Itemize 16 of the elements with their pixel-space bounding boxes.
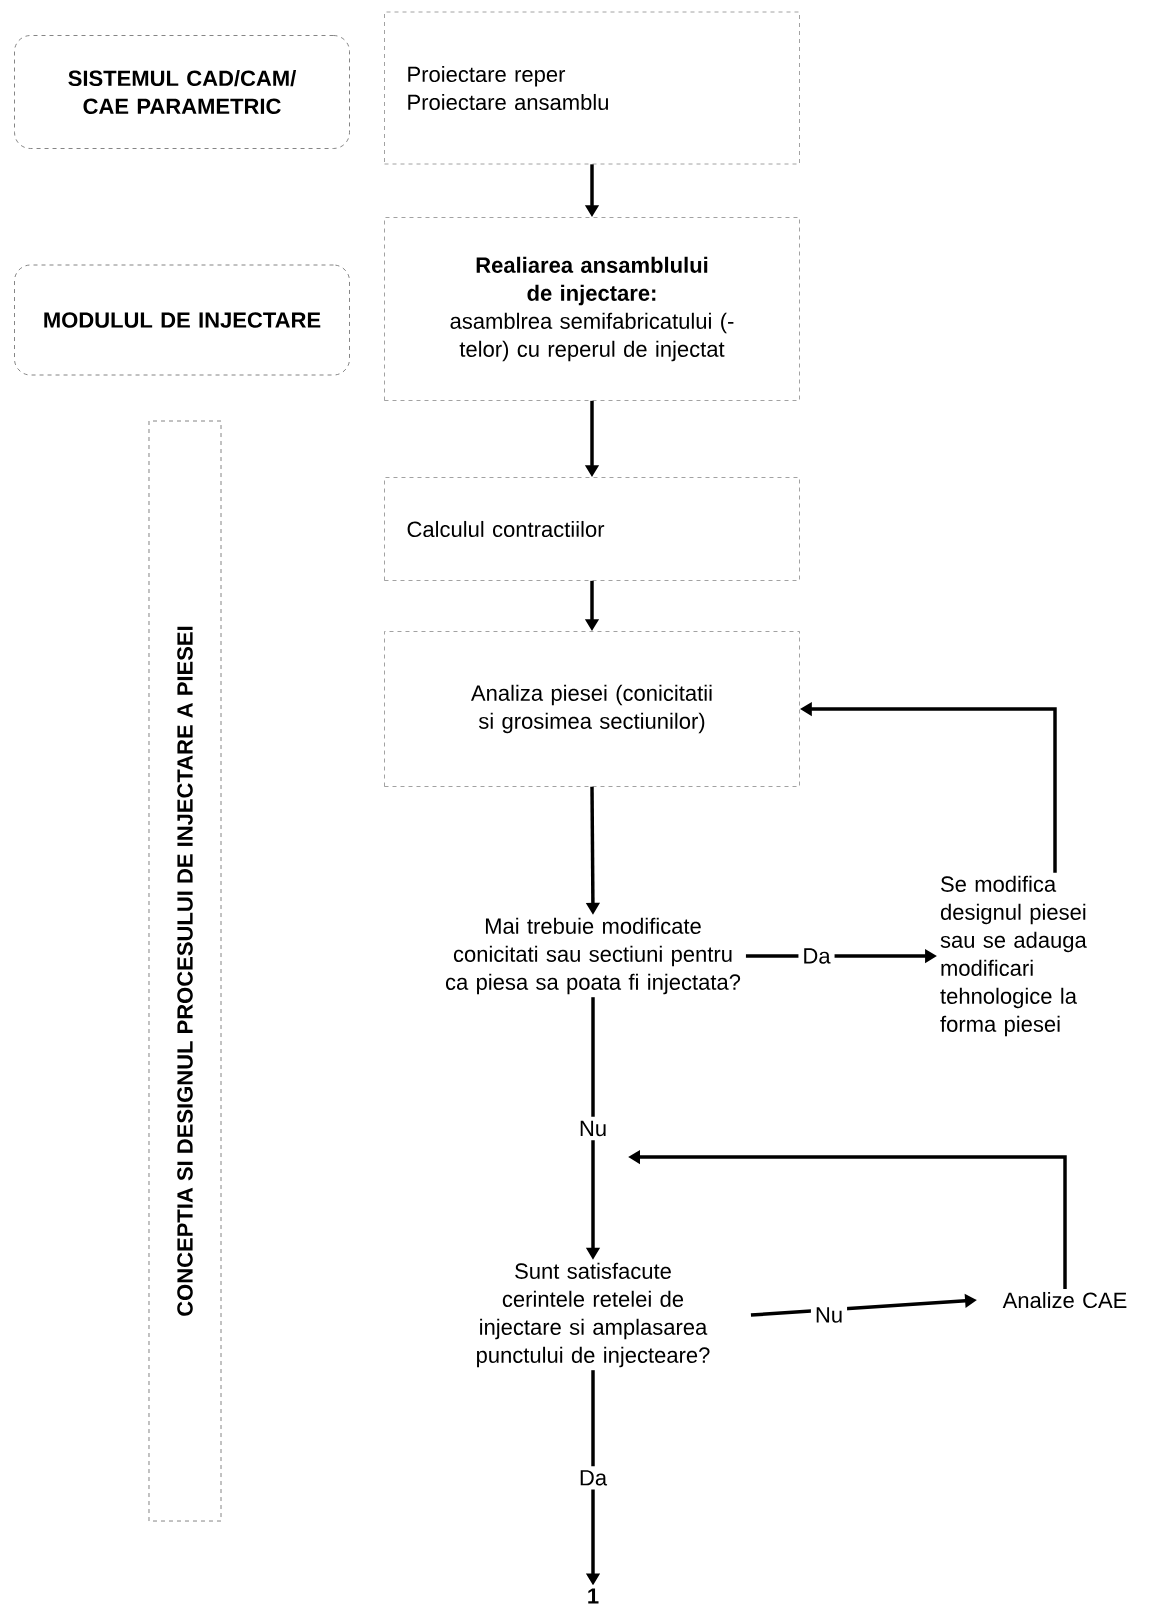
edge-label: Nu (810, 1303, 848, 1327)
side-box: MODULUL DE INJECTARE (14, 264, 350, 376)
edge-label: Da (798, 944, 835, 968)
edge-label: Nu (574, 1116, 612, 1141)
process-box: Analiza piesei (conicitatii si grosimea sectiunilor) (384, 631, 800, 787)
process-box: Calculul contractiilor (384, 477, 800, 581)
decision-text: Sunt satisfacute cerintele retelei de injectare si amplasarea punctului de injecteare? (477, 1262, 710, 1368)
edge-label: Da (574, 1466, 612, 1490)
process-box: Proiectare reper Proiectare ansamblu (384, 11, 800, 165)
vertical-band: CONCEPTIA SI DESIGNUL PROCESULUI DE INJECTARE A PIESEI (148, 420, 222, 1522)
process-text: Se modifica designul piesei sau se adauga modificari tehnologice la forma piesei (940, 875, 1087, 1037)
process-text: Analize CAE (1002, 1291, 1127, 1309)
process-box: Realiarea ansamblului de injectare: asamblrea semifabricatului (-telor) cu reperul de injectat (384, 217, 800, 401)
side-box: SISTEMUL CAD/CAM/ CAE PARAMETRIC (14, 35, 350, 149)
decision-text: Mai trebuie modificate conicitati sau sectiuni pentru ca piesa sa poata fi injectata? (445, 917, 741, 995)
connector-number: 1 (588, 1588, 599, 1604)
